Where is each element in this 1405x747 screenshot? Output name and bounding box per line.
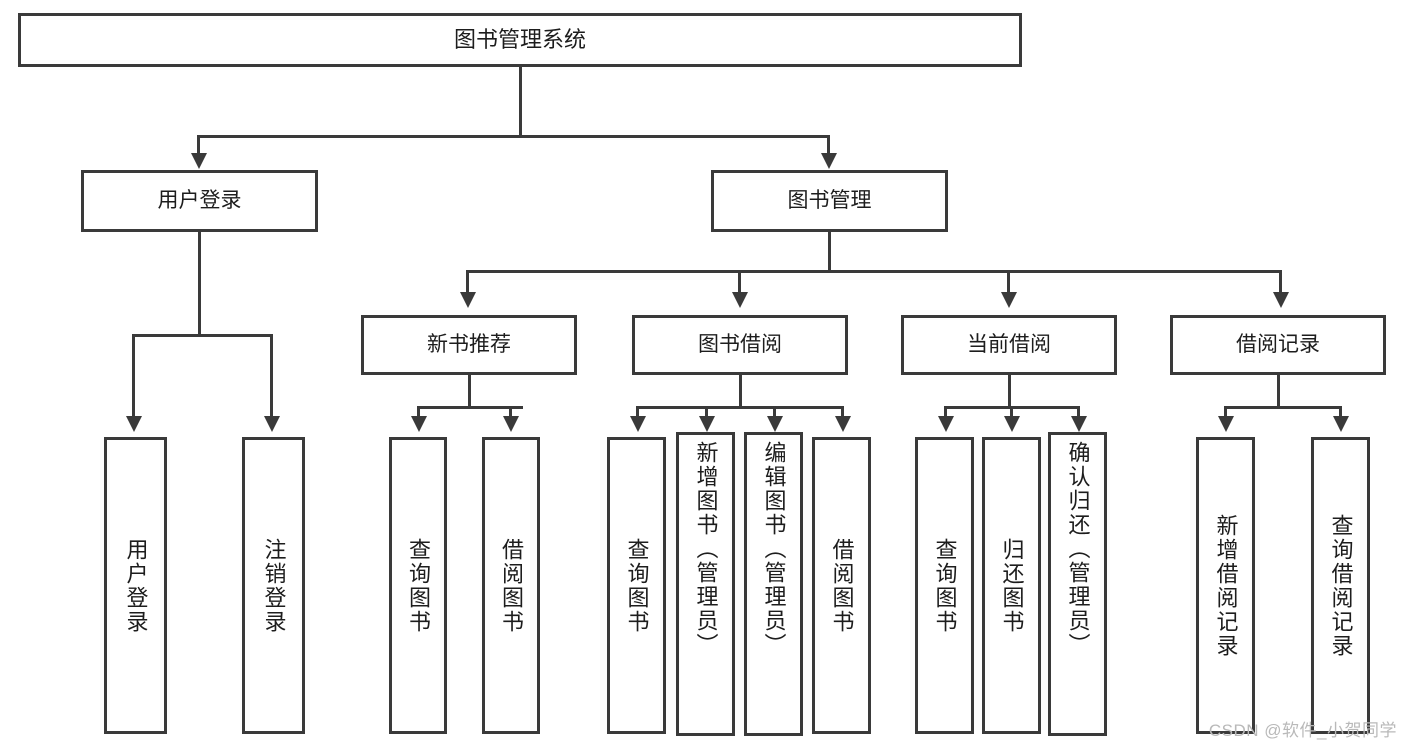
arrowhead-leaf-user-login-1	[126, 416, 142, 432]
node-label: 查询图书	[624, 537, 650, 634]
arrowhead-book-management	[821, 153, 837, 169]
leaf-book-borrow-query[interactable]: 查询图书	[607, 437, 666, 734]
leaf-borrow-record-add[interactable]: 新增借阅记录	[1196, 437, 1255, 734]
connector-drop-user-login	[197, 135, 200, 157]
connector-drop-bb-leaf-2	[705, 406, 708, 420]
connector-book-management-stem	[828, 232, 831, 270]
arrowhead-user-login	[191, 153, 207, 169]
node-label: 归还图书	[999, 537, 1025, 634]
node-label: 图书管理系统	[453, 27, 586, 53]
node-label: 查询借阅记录	[1328, 513, 1354, 658]
node-label: 借阅图书	[499, 537, 524, 634]
node-book-management-system[interactable]: 图书管理系统	[18, 13, 1022, 67]
node-label: 当前借阅	[967, 332, 1051, 356]
node-book-borrow[interactable]: 图书借阅	[632, 315, 848, 375]
node-label: 新书推荐	[427, 332, 511, 356]
node-label: 借阅图书	[829, 537, 855, 634]
connector-drop-bb-leaf-4	[841, 406, 844, 420]
node-label: 用户登录	[123, 537, 149, 634]
leaf-book-borrow-edit[interactable]: 编辑图书（管理员）	[744, 432, 803, 736]
leaf-user-login-logout[interactable]: 注销登录	[242, 437, 305, 734]
connector-book-borrow-bus	[636, 406, 843, 409]
connector-drop-bb-leaf-3	[773, 406, 776, 420]
connector-user-login-stem	[198, 232, 201, 334]
connector-current-borrow-stem	[1008, 375, 1011, 406]
arrowhead-current-borrow	[1001, 292, 1017, 308]
arrowhead-bb-leaf-4	[835, 416, 851, 432]
leaf-book-borrow-borrow[interactable]: 借阅图书	[812, 437, 871, 734]
node-label: 借阅记录	[1236, 332, 1320, 356]
leaf-new-book-query[interactable]: 查询图书	[389, 437, 447, 734]
connector-borrow-record-bus	[1224, 406, 1342, 409]
node-new-book-recommend[interactable]: 新书推荐	[361, 315, 577, 375]
leaf-current-borrow-return[interactable]: 归还图书	[982, 437, 1041, 734]
connector-drop-new-book	[466, 270, 469, 296]
node-label: 图书借阅	[698, 332, 782, 356]
arrowhead-bb-leaf-2	[699, 416, 715, 432]
connector-drop-borrow-record	[1279, 270, 1282, 296]
connector-user-login-bus	[132, 334, 272, 337]
connector-drop-cb-leaf-3	[1077, 406, 1080, 420]
arrowhead-cb-leaf-2	[1004, 416, 1020, 432]
connector-drop-br-leaf-2	[1339, 406, 1342, 420]
leaf-current-borrow-query[interactable]: 查询图书	[915, 437, 974, 734]
arrowhead-book-borrow	[732, 292, 748, 308]
connector-new-book-stem	[468, 375, 471, 406]
connector-drop-leaf-user-login-1	[132, 334, 135, 420]
connector-level2-bus	[197, 135, 830, 138]
leaf-user-login-login[interactable]: 用户登录	[104, 437, 167, 734]
connector-drop-book-borrow	[738, 270, 741, 296]
connector-drop-leaf-user-login-2	[270, 334, 273, 420]
connector-borrow-record-stem	[1277, 375, 1280, 406]
leaf-new-book-borrow[interactable]: 借阅图书	[482, 437, 540, 734]
arrowhead-cb-leaf-1	[938, 416, 954, 432]
leaf-book-borrow-add[interactable]: 新增图书（管理员）	[676, 432, 735, 736]
node-label: 新增借阅记录	[1213, 513, 1239, 658]
arrowhead-leaf-user-login-2	[264, 416, 280, 432]
node-user-login[interactable]: 用户登录	[81, 170, 318, 232]
node-label: 用户登录	[157, 188, 242, 212]
node-borrow-record[interactable]: 借阅记录	[1170, 315, 1386, 375]
node-book-management[interactable]: 图书管理	[711, 170, 948, 232]
connector-level3-bus	[466, 270, 1282, 273]
node-current-borrow[interactable]: 当前借阅	[901, 315, 1117, 375]
connector-drop-bb-leaf-1	[636, 406, 639, 420]
arrowhead-nb-leaf-2	[503, 416, 519, 432]
connector-drop-br-leaf-1	[1224, 406, 1227, 420]
connector-new-book-bus	[417, 406, 523, 409]
node-label: 确认归还（管理员）	[1065, 441, 1091, 657]
arrowhead-bb-leaf-3	[767, 416, 783, 432]
connector-book-borrow-stem	[739, 375, 742, 406]
arrowhead-new-book	[460, 292, 476, 308]
arrowhead-nb-leaf-1	[411, 416, 427, 432]
arrowhead-cb-leaf-3	[1071, 416, 1087, 432]
connector-drop-nb-leaf-2	[509, 406, 512, 420]
connector-drop-current-borrow	[1007, 270, 1010, 296]
node-label: 新增图书（管理员）	[693, 441, 719, 657]
arrowhead-borrow-record	[1273, 292, 1289, 308]
node-label: 编辑图书（管理员）	[761, 441, 787, 657]
connector-drop-nb-leaf-1	[417, 406, 420, 420]
connector-drop-cb-leaf-2	[1010, 406, 1013, 420]
arrowhead-br-leaf-1	[1218, 416, 1234, 432]
watermark-text: CSDN @软件_小贺同学	[1208, 721, 1397, 740]
leaf-current-borrow-confirm[interactable]: 确认归还（管理员）	[1048, 432, 1107, 736]
node-label: 查询图书	[932, 537, 958, 634]
leaf-borrow-record-query[interactable]: 查询借阅记录	[1311, 437, 1370, 734]
connector-drop-book-management	[827, 135, 830, 157]
node-label: 注销登录	[261, 537, 287, 634]
node-label: 图书管理	[787, 188, 872, 212]
connector-drop-cb-leaf-1	[944, 406, 947, 420]
connector-root-stem	[519, 67, 522, 135]
arrowhead-bb-leaf-1	[630, 416, 646, 432]
node-label: 查询图书	[406, 537, 431, 634]
arrowhead-br-leaf-2	[1333, 416, 1349, 432]
